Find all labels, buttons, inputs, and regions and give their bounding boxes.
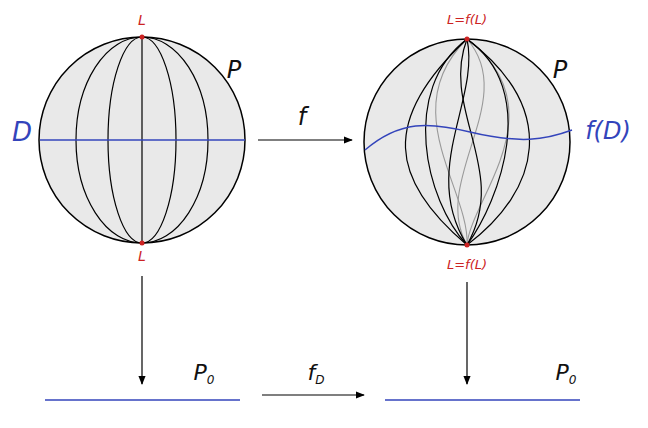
map-arrow [262, 394, 364, 395]
pole-label: L=f(L) [447, 13, 487, 26]
map-arrow [258, 139, 352, 140]
map-label: fD [307, 362, 324, 386]
space-label: P [227, 58, 241, 82]
space-label: P [553, 58, 567, 82]
pole-label: L [138, 13, 146, 27]
left-sphere [39, 35, 245, 246]
projection-arrow [141, 276, 142, 384]
projection-arrow [466, 282, 467, 384]
quotient-line [45, 399, 240, 401]
quotient-line [385, 399, 580, 401]
curve-label: D [12, 119, 32, 145]
curve-label: f(D) [585, 119, 631, 143]
pole-label: L=f(L) [447, 258, 487, 271]
image-equator [365, 125, 572, 150]
pole-label: L [138, 249, 146, 263]
space-label: P0 [556, 362, 577, 386]
space-label: P0 [194, 362, 215, 386]
right-sphere [364, 37, 572, 248]
map-label: f [298, 105, 306, 129]
equator-line [40, 139, 245, 141]
